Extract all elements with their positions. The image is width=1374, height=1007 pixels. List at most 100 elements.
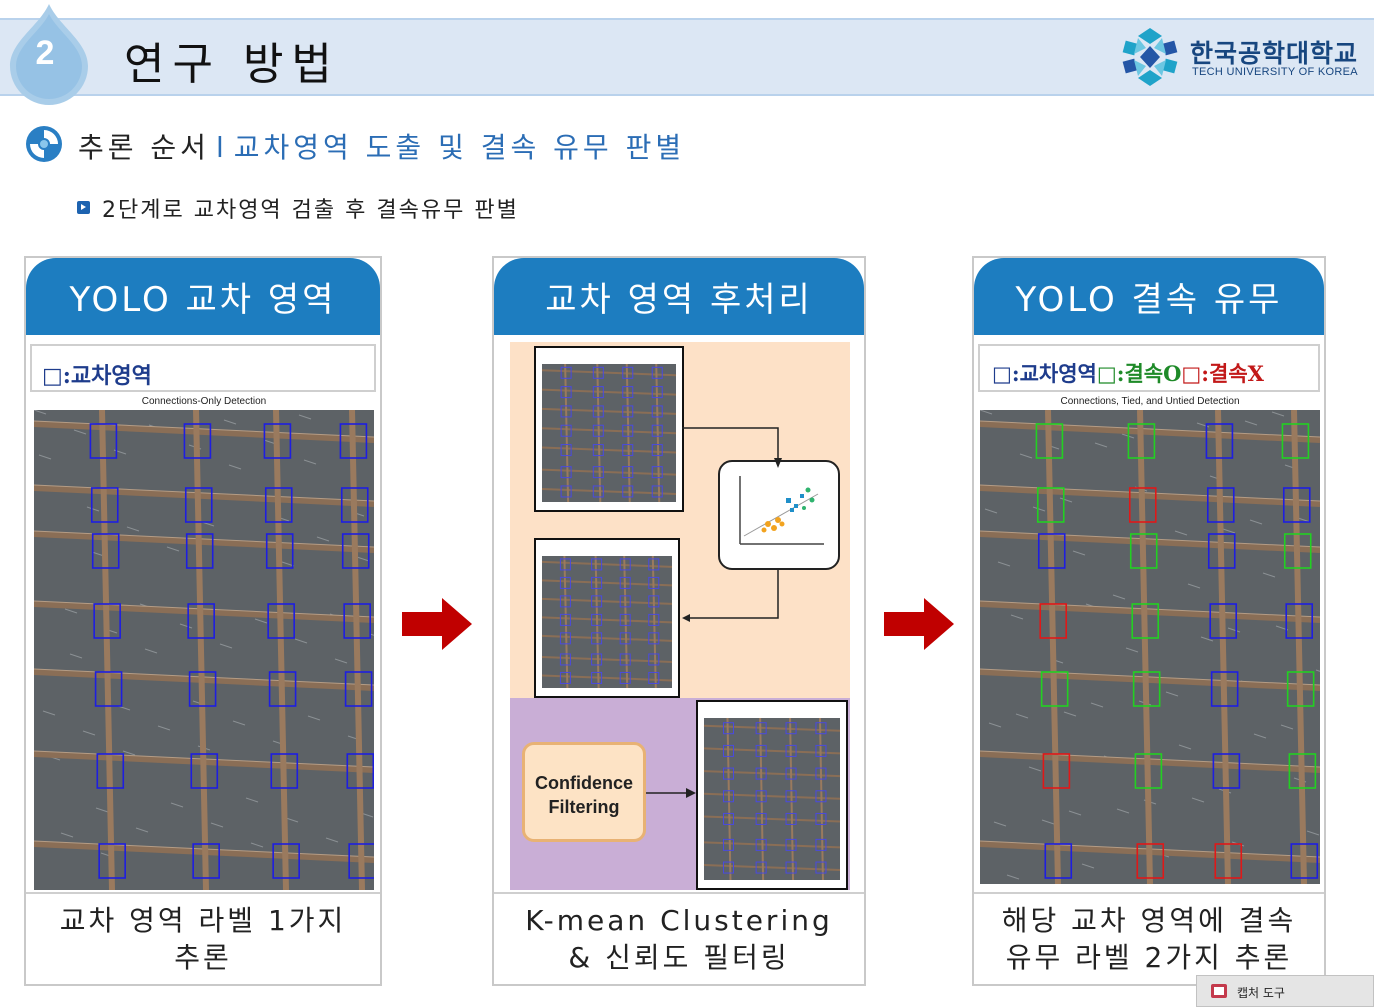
thumb-box: [651, 386, 663, 399]
card-heading: YOLO 교차 영역: [26, 258, 380, 338]
thumb-box: [755, 861, 767, 874]
legend-text-untied: :결속X: [1201, 361, 1264, 386]
university-name-english: TECH UNIVERSITY OF KOREA: [1192, 66, 1358, 78]
intersection-box: [268, 671, 297, 707]
subtitle-lead: 추론 순서: [78, 131, 210, 164]
intersection-box: [263, 423, 292, 459]
thumb-box: [722, 838, 734, 851]
thumb-box: [592, 466, 604, 479]
legend: □:교차영역: [30, 344, 376, 392]
detection-box: [1285, 603, 1314, 639]
thumb-box: [755, 790, 767, 803]
snipping-tool-taskbar-button[interactable]: 캡처 도구: [1196, 975, 1374, 1007]
card-yolo-intersection: YOLO 교차 영역 □:교차영역 Connections-Only Detec…: [24, 256, 382, 986]
thumb-box: [622, 444, 634, 457]
thumb-box: [560, 386, 572, 399]
scatter-plot-icon: [718, 460, 840, 570]
thumb-box: [785, 838, 797, 851]
thumb-box: [622, 485, 634, 498]
thumb-box: [619, 595, 631, 608]
thumb-box: [559, 595, 571, 608]
rebar-detection-image: [34, 410, 374, 890]
intersection-box: [187, 603, 215, 639]
detection-box: [1282, 487, 1311, 523]
thumb-box: [622, 424, 634, 437]
intersection-box: [89, 423, 118, 459]
thumb-box: [815, 790, 827, 803]
thumb-box: [619, 558, 631, 571]
detection-box: [1290, 843, 1319, 879]
card-yolo-tied: YOLO 결속 유무 □:교차영역□:결속O□:결속X Connections,…: [972, 256, 1326, 986]
thumb-box: [559, 671, 571, 684]
thumb-box: [592, 424, 604, 437]
intersection-box: [339, 423, 368, 459]
caption-line-2: & 신뢰도 필터링: [568, 941, 790, 974]
legend-box-blue: □: [992, 361, 1012, 386]
thumb-box: [591, 632, 603, 645]
thumb-box: [815, 767, 827, 780]
detection-box: [1286, 671, 1315, 707]
intersection-box: [94, 671, 123, 707]
detection-box: [1212, 753, 1241, 789]
thumb-box: [815, 744, 827, 757]
detection-thumbnail-clustered: [534, 538, 680, 698]
thumb-box: [560, 424, 572, 437]
thumb-box: [755, 744, 767, 757]
detection-box: [1134, 753, 1163, 789]
thumb-box: [755, 767, 767, 780]
detection-box: [1039, 603, 1068, 639]
detection-box: [1288, 753, 1317, 789]
detection-box: [1214, 843, 1243, 879]
card-postprocess: 교차 영역 후처리 Confidence Filtering: [492, 256, 866, 986]
legend: □:교차영역□:결속O□:결속X: [978, 344, 1320, 392]
detection-box: [1209, 603, 1238, 639]
detection-thumbnail-before: [534, 346, 684, 512]
thumb-box: [815, 722, 827, 735]
thumb-box: [648, 653, 660, 666]
detection-box: [1037, 533, 1066, 569]
thumb-box: [722, 790, 734, 803]
thumb-box: [592, 405, 604, 418]
intersection-box: [192, 843, 220, 879]
thumb-box: [591, 558, 603, 571]
intersection-box: [267, 603, 295, 639]
thumb-box: [651, 485, 663, 498]
detection-box: [1136, 843, 1165, 879]
thumb-box: [648, 595, 660, 608]
caption-line-2: 추론: [174, 941, 232, 974]
thumb-box: [622, 466, 634, 479]
thumb-box: [559, 653, 571, 666]
thumb-box: [648, 613, 660, 626]
thumb-box: [648, 671, 660, 684]
intersection-box: [184, 487, 213, 523]
section-number: 2: [35, 34, 55, 72]
thumb-box: [722, 767, 734, 780]
thumb-box: [619, 671, 631, 684]
detection-box: [1206, 487, 1235, 523]
card-heading: 교차 영역 후처리: [494, 258, 864, 338]
bullet-icon: [77, 201, 90, 214]
caption-line-2: 유무 라벨 2가지 추론: [1005, 941, 1293, 974]
thumb-box: [560, 466, 572, 479]
confidence-filtering-box: Confidence Filtering: [522, 742, 646, 842]
thumb-box: [619, 653, 631, 666]
flow-lines: [682, 427, 782, 622]
detection-box: [1205, 423, 1234, 459]
thumb-box: [560, 366, 572, 379]
thumb-box: [755, 838, 767, 851]
thumb-box: [785, 767, 797, 780]
legend-box-blue: □: [42, 363, 63, 389]
thumb-box: [722, 861, 734, 874]
intersection-box: [91, 533, 120, 569]
thumb-box: [651, 424, 663, 437]
detection-box: [1044, 843, 1073, 879]
thumb-box: [559, 558, 571, 571]
detection-thumbnail-filtered: [696, 700, 848, 890]
thumb-box: [559, 576, 571, 589]
subtitle-topic: 교차영역 도출 및 결속 유무 판별: [233, 131, 686, 164]
intersection-box: [270, 753, 299, 789]
detection-box: [1129, 533, 1158, 569]
university-name-korean: 한국공학대학교: [1190, 39, 1359, 68]
intersection-box: [190, 753, 219, 789]
